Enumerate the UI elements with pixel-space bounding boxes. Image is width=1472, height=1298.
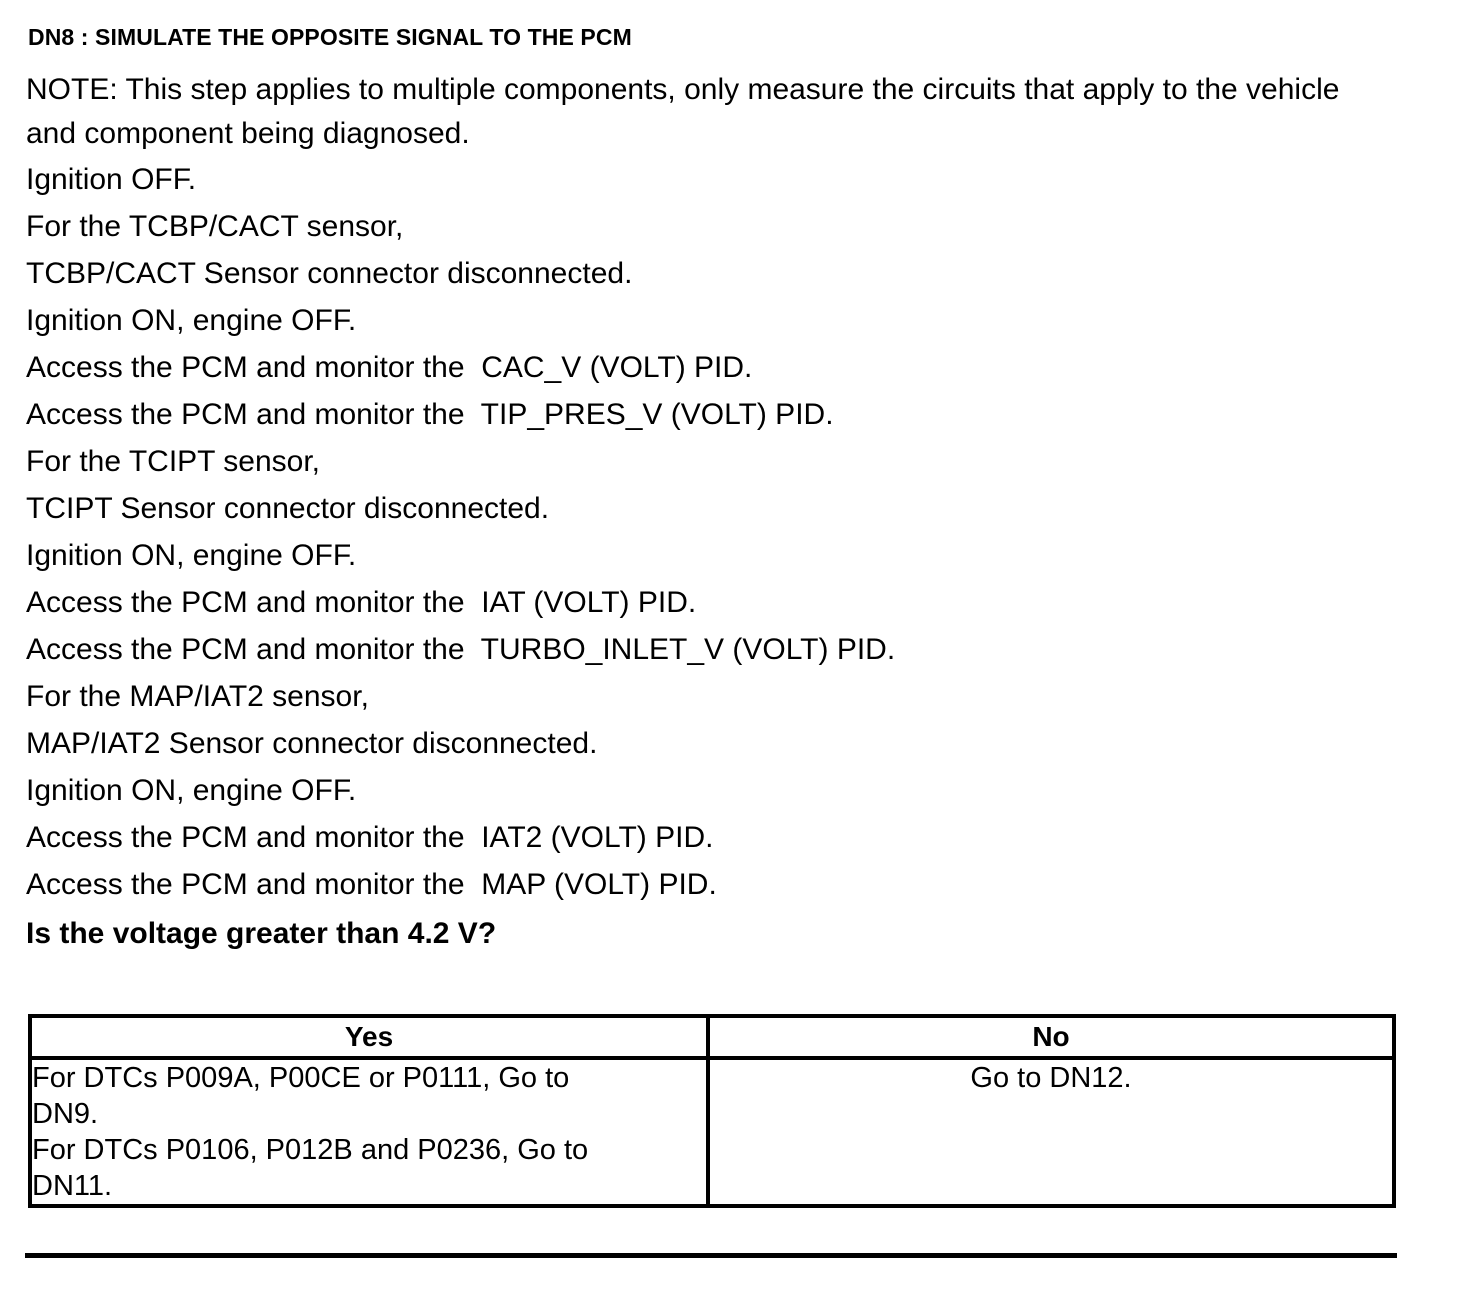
step-line: Access the PCM and monitor the IAT2 (VOL…: [26, 821, 714, 854]
step-line: Ignition OFF.: [26, 163, 197, 196]
decision-question: Is the voltage greater than 4.2 V?: [26, 917, 497, 950]
cell-yes-line: For DTCs P009A, P00CE or P0111, Go to: [32, 1062, 570, 1094]
step-line: Access the PCM and monitor the TURBO_INL…: [26, 633, 896, 666]
column-header-yes: Yes: [28, 1014, 710, 1060]
cell-yes-line: DN11.: [32, 1170, 113, 1202]
step-line: For the TCIPT sensor,: [26, 445, 321, 478]
step-instructions: NOTE: This step applies to multiple comp…: [26, 68, 1426, 957]
step-line: Ignition ON, engine OFF.: [26, 774, 357, 807]
page-title: DN8 : SIMULATE THE OPPOSITE SIGNAL TO TH…: [28, 24, 632, 50]
step-line: Ignition ON, engine OFF.: [26, 539, 357, 572]
note-paragraph: NOTE: This step applies to multiple comp…: [26, 73, 1340, 150]
step-line: MAP/IAT2 Sensor connector disconnected.: [26, 727, 598, 760]
table-row: For DTCs P009A, P00CE or P0111, Go to DN…: [28, 1056, 1396, 1208]
step-line: For the MAP/IAT2 sensor,: [26, 680, 369, 713]
step-line: Ignition ON, engine OFF.: [26, 304, 357, 337]
cell-yes-line: For DTCs P0106, P012B and P0236, Go to: [32, 1134, 589, 1166]
step-line: For the TCBP/CACT sensor,: [26, 210, 404, 243]
footer-divider: [25, 1253, 1397, 1258]
cell-no-answer: Go to DN12.: [706, 1056, 1396, 1208]
step-line: Access the PCM and monitor the CAC_V (VO…: [26, 351, 753, 384]
step-line: Access the PCM and monitor the MAP (VOLT…: [26, 868, 717, 901]
step-line: TCIPT Sensor connector disconnected.: [26, 492, 550, 525]
decision-table: Yes No For DTCs P009A, P00CE or P0111, G…: [28, 1014, 1396, 1208]
column-header-no: No: [706, 1014, 1396, 1060]
cell-yes-line: DN9.: [32, 1098, 99, 1130]
cell-yes-answer: For DTCs P009A, P00CE or P0111, Go to DN…: [28, 1056, 710, 1208]
step-line: Access the PCM and monitor the IAT (VOLT…: [26, 586, 697, 619]
table-header-row: Yes No: [28, 1014, 1396, 1060]
step-line: TCBP/CACT Sensor connector disconnected.: [26, 257, 633, 290]
step-line: Access the PCM and monitor the TIP_PRES_…: [26, 398, 834, 431]
